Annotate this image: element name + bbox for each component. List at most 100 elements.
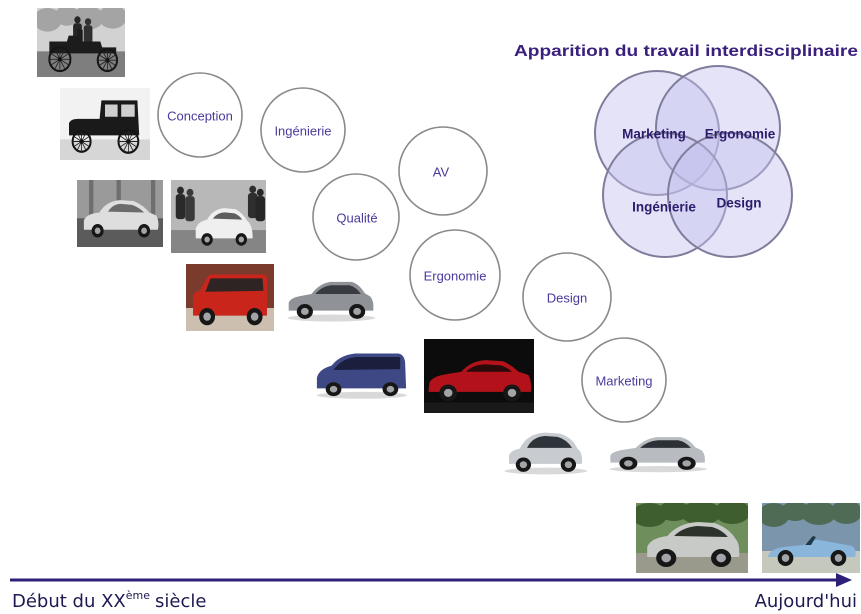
wheel-hub (443, 388, 453, 397)
discipline-label: Ingénierie (274, 124, 331, 139)
person-head (177, 186, 184, 195)
wheel-hub (204, 236, 210, 243)
person-body (185, 196, 195, 222)
car-photo-bw-group (171, 180, 266, 253)
car-window (527, 436, 572, 448)
venn-circle-design (667, 132, 793, 258)
car-photo-red-boxy (186, 264, 274, 331)
wheel-hub (834, 554, 843, 562)
timeline-start-label: Début du XXème siècle (12, 589, 206, 612)
discipline-circle (312, 173, 400, 261)
tree (801, 503, 837, 525)
person-body (175, 194, 186, 220)
car-photo-timeline (37, 8, 860, 573)
discipline-circle (409, 229, 501, 321)
car-window (107, 203, 145, 213)
wheel-hub (126, 139, 131, 144)
wheel-hub (386, 385, 395, 393)
venn-label-ergonomie: Ergonomie (705, 127, 776, 142)
person-head (74, 16, 81, 24)
photo-ground (60, 139, 150, 160)
discipline-circle (157, 72, 243, 158)
discipline-circle (398, 126, 488, 216)
wheel-hub (781, 554, 790, 562)
wheel-hub (141, 227, 147, 234)
car-window (640, 440, 691, 448)
car-window (674, 526, 728, 537)
diagram-title: Apparition du travail interdisciplinaire (514, 43, 858, 60)
discipline-label: Qualité (336, 211, 377, 226)
discipline-design: Design (522, 252, 612, 342)
wheel-hub (94, 227, 101, 234)
person-head (249, 185, 257, 194)
wheel-hub (57, 57, 62, 62)
discipline-label: Marketing (595, 374, 652, 389)
car-shadow (504, 467, 588, 475)
tree (830, 503, 860, 524)
car-body (83, 200, 159, 230)
car-window (333, 356, 401, 371)
discipline-circle (260, 87, 346, 173)
wheel-hub (624, 460, 633, 467)
car-photo-red-sedan (424, 339, 534, 413)
car-photo-grey-hatchback (283, 267, 378, 328)
timeline-start-superscript: ème (126, 589, 150, 602)
discipline-ingenierie: Ingénierie (260, 87, 346, 173)
pillar (89, 180, 94, 219)
tree (714, 503, 748, 524)
timeline-arrow (10, 573, 852, 587)
car-window (315, 285, 361, 295)
wheel-hub (238, 236, 245, 243)
car-window (105, 104, 135, 117)
car-window (465, 364, 512, 372)
pillar (116, 180, 121, 219)
car-photo-silver-hatchback (604, 424, 710, 478)
discipline-circle (581, 337, 667, 423)
car-photo-bw-sedan (77, 180, 163, 247)
wheel-hub (661, 553, 672, 563)
person-body (255, 196, 266, 222)
venn-circle-ergonomie (655, 65, 781, 191)
wheel-hub (203, 312, 211, 321)
discipline-av: AV (398, 126, 488, 216)
pillar (150, 180, 156, 219)
venn-label-design: Design (716, 196, 761, 211)
car-photo-silver-small (500, 420, 590, 479)
wheel-hub (79, 139, 84, 144)
person-head (186, 188, 194, 197)
venn-diagram: Marketing Ergonomie Ingénierie Design (594, 65, 793, 258)
car-photo-vintage-open (37, 8, 125, 77)
discipline-circle (522, 252, 612, 342)
discipline-conception: Conception (157, 72, 243, 158)
discipline-label: Ergonomie (424, 269, 487, 284)
timeline-start-suffix: siècle (155, 591, 206, 612)
car-body (49, 29, 117, 54)
tree (680, 503, 722, 525)
venn-label-marketing: Marketing (622, 127, 686, 142)
discipline-marketing: Marketing (581, 337, 667, 423)
wheel-hub (250, 312, 259, 321)
person-head (256, 188, 264, 197)
wheel-hub (353, 307, 361, 315)
discipline-ergonomie: Ergonomie (409, 229, 501, 321)
person-body (247, 193, 258, 219)
venn-circle-ingenierie (602, 132, 728, 258)
car-photo-blue-roadster (762, 503, 860, 573)
tree (98, 8, 125, 29)
car-window (805, 536, 816, 545)
arrow-head (836, 573, 852, 587)
wheel-hub (564, 461, 573, 469)
discipline-label: AV (433, 165, 450, 180)
venn-label-ingenierie: Ingénierie (632, 200, 696, 215)
photo-ground (424, 402, 534, 413)
car-photo-blue-van (312, 343, 410, 404)
wheel-hub (329, 385, 338, 393)
discipline-label: Design (547, 291, 587, 306)
discipline-qualite: Qualité (312, 173, 400, 261)
timeline-start-prefix: Début du XX (12, 591, 126, 612)
car-window (212, 212, 243, 220)
wheel-hub (716, 553, 726, 563)
discipline-label: Conception (167, 109, 233, 124)
wheel-hub (507, 388, 517, 397)
